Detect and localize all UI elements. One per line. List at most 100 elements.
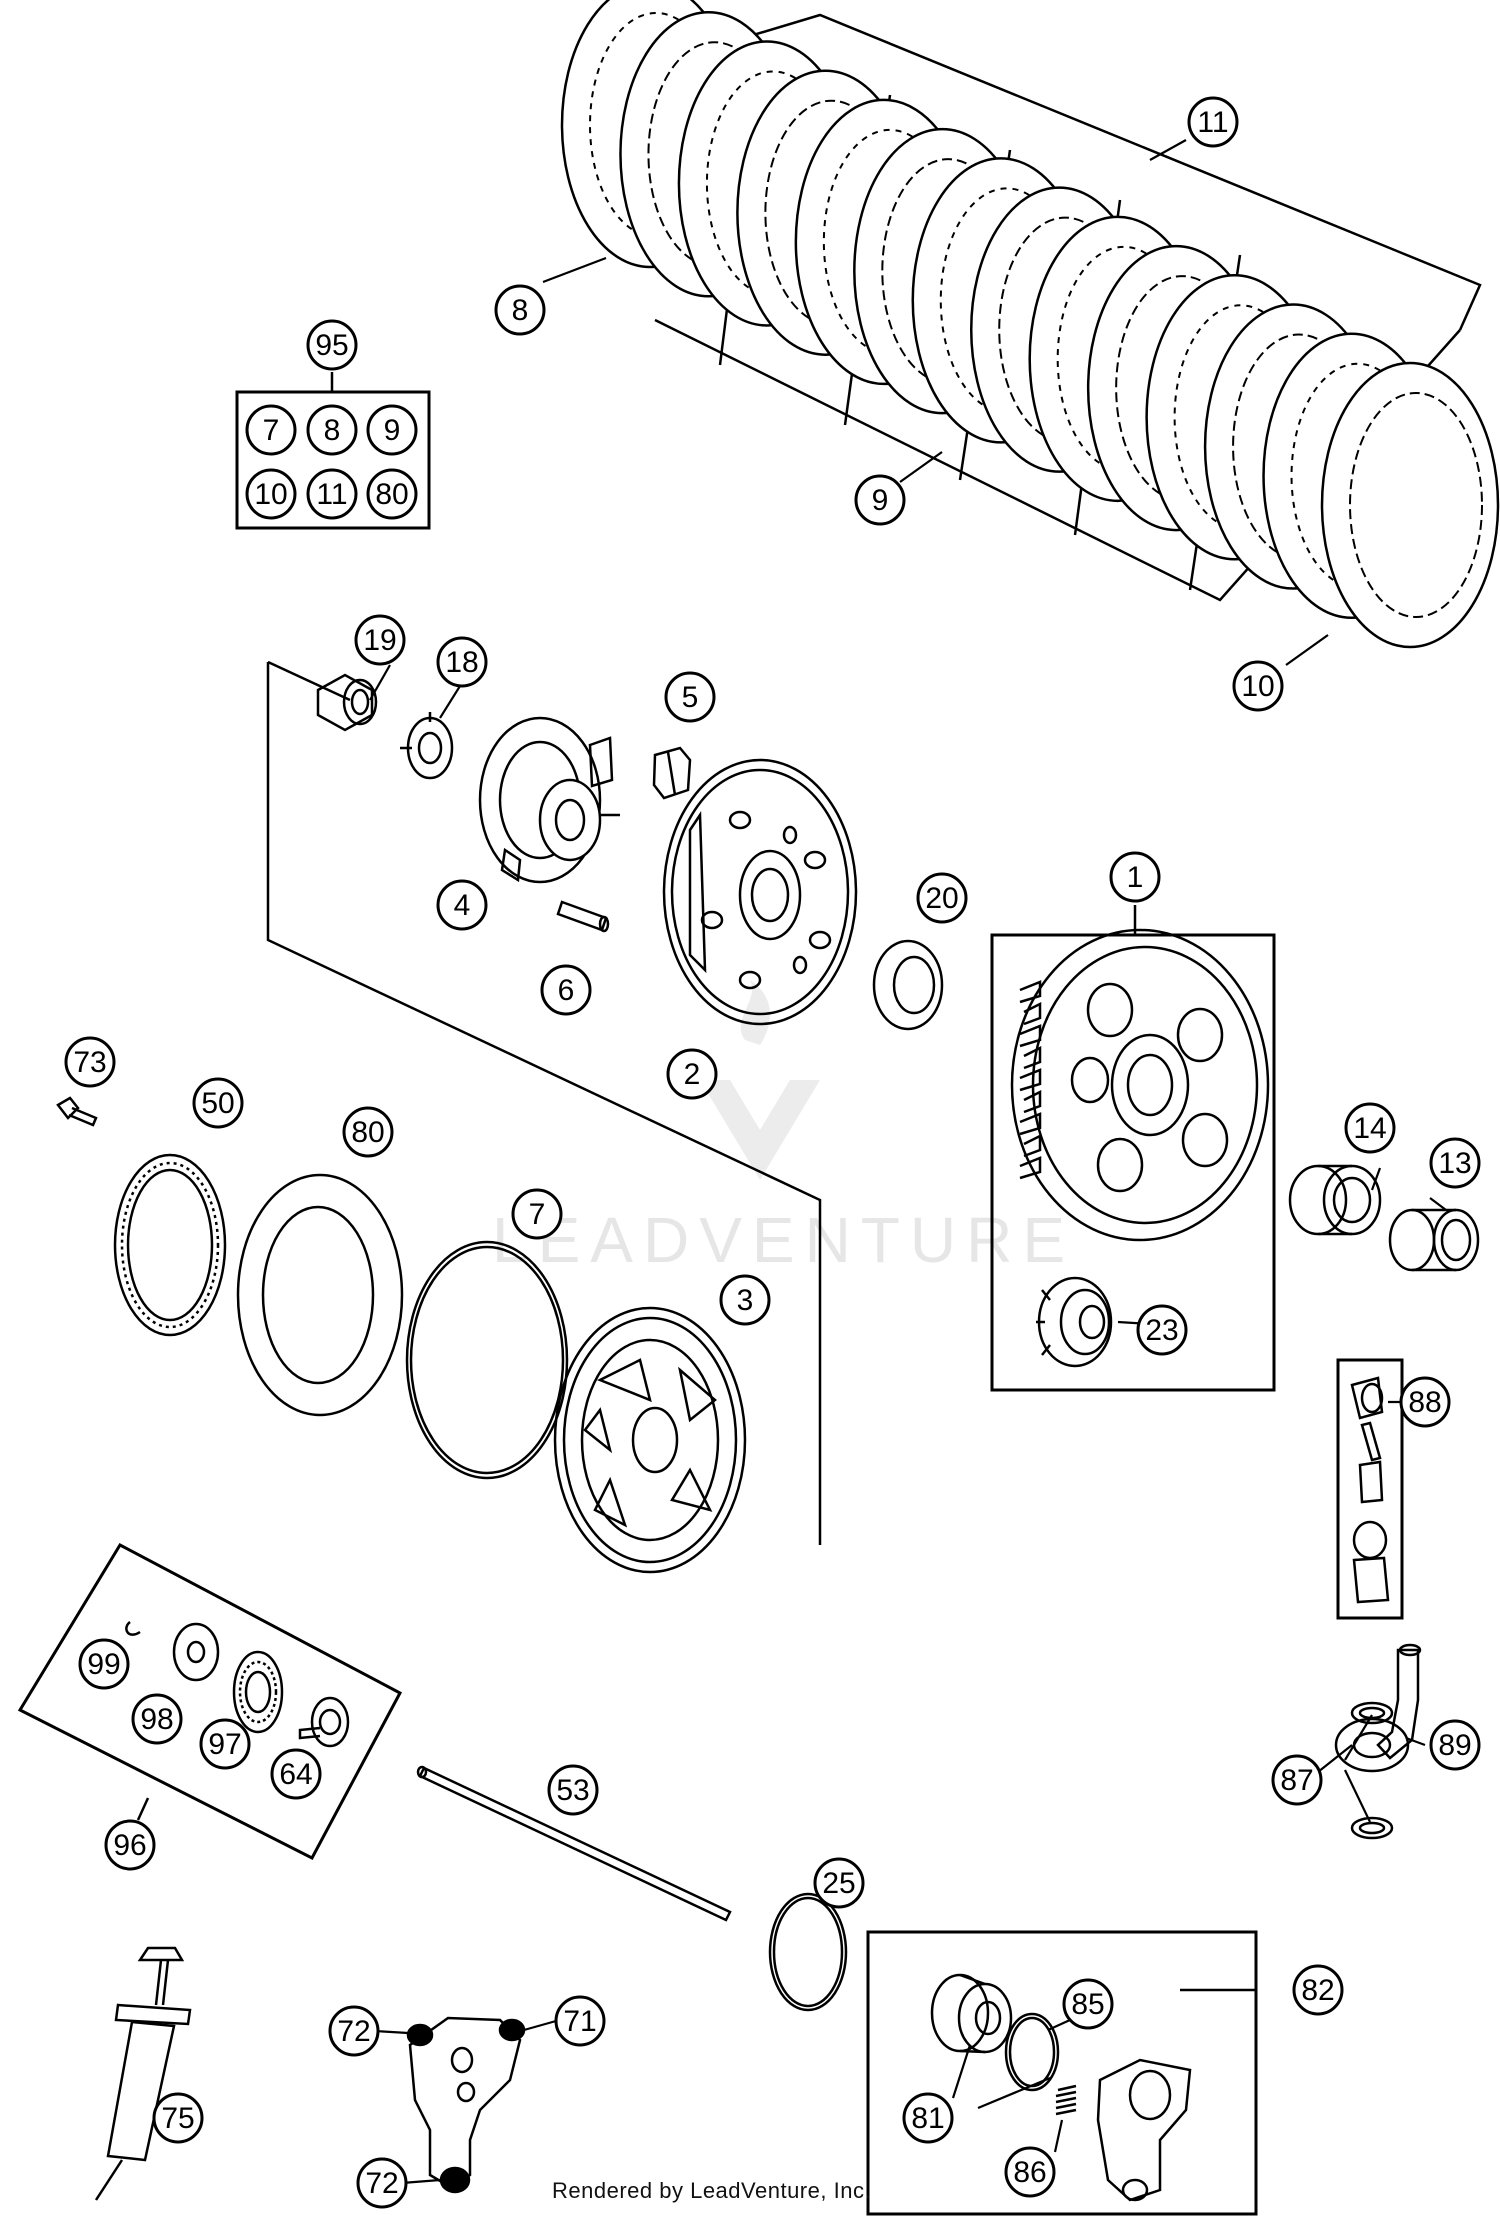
ring-50 bbox=[113, 1153, 227, 1337]
callout-c25: 25 bbox=[813, 1857, 865, 1909]
clutch-basket-box-1 bbox=[990, 905, 1276, 1392]
callout-c9: 9 bbox=[854, 474, 906, 526]
callout-c99: 99 bbox=[78, 1638, 130, 1690]
callout-number: 99 bbox=[87, 1648, 120, 1681]
callout-circle bbox=[104, 1819, 156, 1871]
callout-c72a: 72 bbox=[328, 2005, 380, 2057]
callout-c1: 1 bbox=[1109, 851, 1161, 903]
callout-c80: 80 bbox=[342, 1106, 394, 1158]
callout-number: 8 bbox=[512, 294, 529, 327]
callout-circle bbox=[1429, 1719, 1481, 1771]
callout-number: 86 bbox=[1013, 2156, 1046, 2189]
callout-circle bbox=[152, 2092, 204, 2144]
callout-c85: 85 bbox=[1062, 1978, 1114, 2030]
callout-c20: 20 bbox=[916, 872, 968, 924]
callout-circle bbox=[131, 1693, 183, 1745]
basket-fin bbox=[1019, 1156, 1042, 1180]
callout-circle bbox=[664, 671, 716, 723]
hub-assembly-frame bbox=[266, 660, 822, 1545]
callout-circle bbox=[1109, 851, 1161, 903]
callout-number: 82 bbox=[1301, 1974, 1334, 2007]
callout-circle bbox=[666, 1048, 718, 1100]
callout-circle bbox=[356, 2157, 408, 2209]
callout-number: 18 bbox=[445, 646, 478, 679]
pressure-plate-3 bbox=[553, 1306, 747, 1574]
kit-95-box bbox=[235, 372, 431, 530]
callout-c11: 11 bbox=[1187, 96, 1239, 148]
watermark: LEADVENTURE bbox=[492, 980, 1075, 1276]
damper-5 bbox=[652, 746, 692, 800]
callout-number: 73 bbox=[73, 1046, 106, 1079]
callout-circle bbox=[547, 1764, 599, 1816]
callout-circle bbox=[436, 636, 488, 688]
callout-k10: 10 bbox=[245, 468, 297, 520]
washer-20 bbox=[872, 939, 944, 1031]
callout-number: 11 bbox=[1197, 106, 1228, 139]
callout-c73: 73 bbox=[64, 1036, 116, 1088]
clutch-plate-outline bbox=[1320, 361, 1500, 649]
callout-number: 75 bbox=[161, 2102, 194, 2135]
push-rod-53 bbox=[416, 1765, 732, 1922]
callout-circle bbox=[306, 319, 358, 371]
spring-ring-7 bbox=[405, 1240, 569, 1480]
callout-number: 8 bbox=[324, 414, 341, 447]
disc-80 bbox=[236, 1173, 404, 1417]
callout-c64: 64 bbox=[270, 1748, 322, 1800]
callout-circle bbox=[366, 404, 418, 456]
callout-circle bbox=[64, 1036, 116, 1088]
watermark-text: LEADVENTURE bbox=[492, 1204, 1075, 1276]
callout-c5: 5 bbox=[664, 671, 716, 723]
callout-c19: 19 bbox=[354, 614, 406, 666]
callout-number: 5 bbox=[682, 681, 699, 714]
pressure-hub-4 bbox=[478, 716, 620, 884]
callout-c3: 3 bbox=[719, 1274, 771, 1326]
callout-c87: 87 bbox=[1271, 1754, 1323, 1806]
callout-circle bbox=[1429, 1137, 1481, 1189]
basket-fin bbox=[1019, 980, 1042, 1004]
callout-circle bbox=[494, 284, 546, 336]
callout-c96: 96 bbox=[104, 1819, 156, 1871]
callout-circle bbox=[306, 468, 358, 520]
callout-c89: 89 bbox=[1429, 1719, 1481, 1771]
callout-c23: 23 bbox=[1136, 1304, 1188, 1356]
clutch-plate-stack bbox=[560, 0, 1500, 649]
callout-c82: 82 bbox=[1292, 1964, 1344, 2016]
bolt-73 bbox=[56, 1096, 98, 1127]
basket-fin bbox=[1019, 1068, 1042, 1092]
callout-number: 72 bbox=[365, 2167, 398, 2200]
slave-cylinder-box-82 bbox=[866, 1930, 1258, 2216]
o-ring-25 bbox=[768, 1892, 848, 2012]
basket-fin bbox=[1023, 1089, 1042, 1114]
callout-number: 64 bbox=[279, 1758, 312, 1791]
gear-23 bbox=[1036, 1276, 1113, 1368]
fitting-box-88 bbox=[1336, 1358, 1404, 1620]
callout-c50: 50 bbox=[192, 1077, 244, 1129]
callout-number: 1 bbox=[1127, 861, 1144, 894]
callout-circle bbox=[270, 1748, 322, 1800]
callout-circle bbox=[1232, 660, 1284, 712]
sleeve-13 bbox=[1388, 1208, 1480, 1272]
callout-circle bbox=[1187, 96, 1239, 148]
callout-circle bbox=[245, 404, 297, 456]
callout-number: 3 bbox=[737, 1284, 754, 1317]
callout-circle bbox=[540, 964, 592, 1016]
basket-fin bbox=[1023, 1001, 1042, 1026]
callout-circle bbox=[354, 614, 406, 666]
leader-lines bbox=[369, 139, 1447, 2185]
callout-number: 88 bbox=[1408, 1386, 1441, 1419]
callout-c18: 18 bbox=[436, 636, 488, 688]
basket-fin bbox=[1019, 1024, 1042, 1048]
callout-circle bbox=[1136, 1304, 1188, 1356]
callout-number: 89 bbox=[1438, 1729, 1471, 1762]
callout-number: 10 bbox=[1241, 670, 1274, 703]
callout-number: 20 bbox=[925, 882, 958, 915]
callout-circle bbox=[1399, 1376, 1451, 1428]
callout-number: 50 bbox=[201, 1087, 234, 1120]
callout-c71: 71 bbox=[554, 1995, 606, 2047]
callout-c2: 2 bbox=[666, 1048, 718, 1100]
callout-circle bbox=[78, 1638, 130, 1690]
callout-number: 95 bbox=[315, 329, 348, 362]
pin-6 bbox=[556, 900, 610, 933]
callout-k8: 8 bbox=[306, 404, 358, 456]
